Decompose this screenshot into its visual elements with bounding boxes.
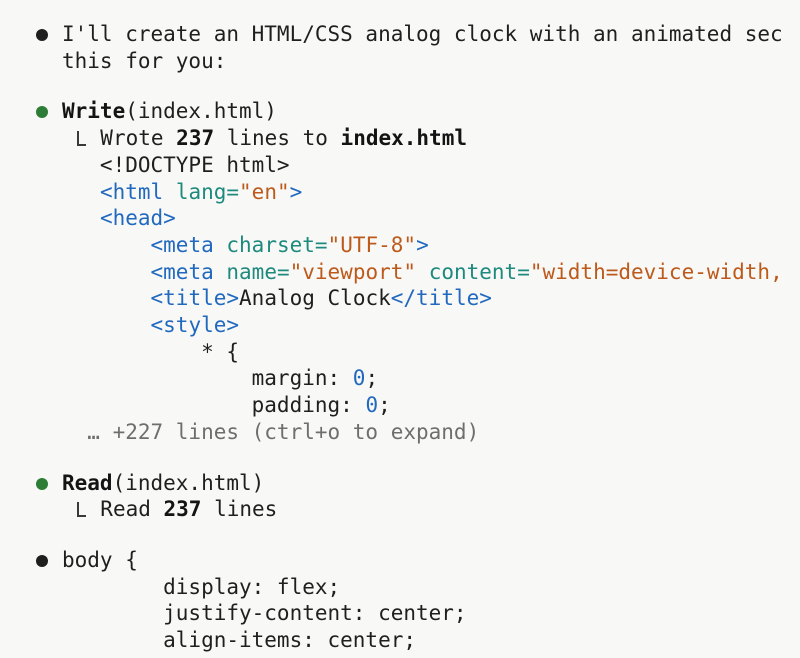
text-line: I'll create an HTML/CSS analog clock wit… (62, 22, 783, 46)
code-line: <title>Analog Clock</title> (150, 286, 492, 311)
code-line: <meta charset="UTF-8"> (150, 232, 429, 257)
code-line: body { (62, 547, 138, 572)
code-line: display: flex; (62, 574, 341, 599)
code-line: <meta name="viewport" content="width=dev… (150, 259, 783, 284)
result-elbow-icon (76, 131, 86, 147)
code-line: margin: 0; (62, 366, 379, 391)
tool-result-line: Read 237 lines (62, 496, 800, 523)
result-elbow-icon (76, 502, 86, 518)
code-line: padding: 0; (62, 393, 391, 418)
expand-hint[interactable]: … +227 lines (ctrl+o to expand) (62, 419, 480, 444)
code-line: <head> (99, 206, 176, 231)
code-line: <!DOCTYPE html> (62, 152, 290, 177)
tool-call-write: Write(index.html) Wrote 237 lines to ind… (0, 98, 800, 445)
message-bullet-icon (36, 554, 48, 567)
message-bullet-icon (36, 29, 48, 41)
assistant-code-message: body { display: flex; justify-content: c… (0, 547, 800, 654)
code-line: <html lang="en"> (99, 179, 303, 204)
tool-bullet-icon (36, 477, 48, 490)
text-line: this for you: (62, 48, 227, 73)
tool-call-header: Write(index.html) (62, 99, 277, 124)
code-line: * { (62, 339, 240, 364)
tool-bullet-icon (36, 106, 48, 119)
tool-result-line: Wrote 237 lines to index.html (62, 125, 800, 152)
code-line: justify-content: center; (62, 601, 467, 626)
code-line: <style> (150, 313, 240, 338)
tool-call-header: Read(index.html) (62, 470, 265, 495)
tool-call-read: Read(index.html) Read 237 lines (0, 470, 800, 523)
assistant-message: I'll create an HTML/CSS analog clock wit… (0, 21, 800, 74)
code-line: align-items: center; (62, 628, 417, 653)
